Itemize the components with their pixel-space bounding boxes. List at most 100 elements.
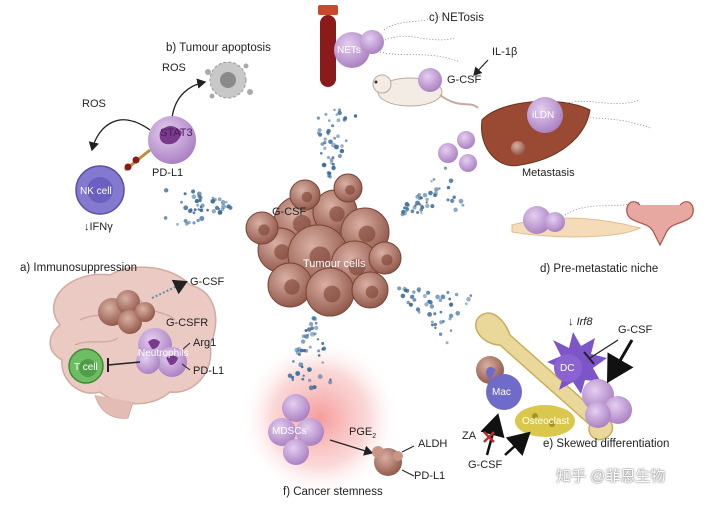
gcsf-dot xyxy=(455,311,461,316)
irf8-label: ↓ Irf8 xyxy=(568,316,593,328)
panel-c-title: c) NETosis xyxy=(429,12,484,24)
gcsf-dot xyxy=(339,148,345,154)
gcsf-dot xyxy=(323,137,327,141)
tumour-cluster-icon xyxy=(245,173,402,317)
panel-a-title: a) Immunosuppression xyxy=(20,262,137,274)
gcsf-dot xyxy=(417,310,421,314)
gcsf-dot xyxy=(316,116,320,120)
panel-e-gcsf-top-label: G-CSF xyxy=(618,324,653,336)
gcsf-dot xyxy=(308,345,312,349)
gcsf-dot xyxy=(439,310,443,314)
gcsf-dot xyxy=(432,178,436,181)
gcsf-dot xyxy=(329,378,332,381)
gcsf-dot xyxy=(420,211,423,215)
gcsf-dot xyxy=(445,341,449,345)
macrophage-icon xyxy=(486,367,522,410)
gcsf-dot xyxy=(328,139,333,145)
gcsf-dot xyxy=(304,349,309,353)
brain-tumour-icon xyxy=(98,290,155,334)
gcsf-dot xyxy=(304,329,308,332)
gcsf-dot xyxy=(327,174,331,178)
arg1-label: Arg1 xyxy=(193,337,217,349)
panel-b-title: b) Tumour apoptosis xyxy=(166,42,271,54)
gcsf-dot xyxy=(308,321,314,327)
gcsf-dot xyxy=(220,200,226,205)
gcsf-dot xyxy=(317,128,322,133)
mdscs-label: MDSCs xyxy=(272,426,307,437)
gcsf-dot xyxy=(328,119,331,122)
il1b-label: IL-1β xyxy=(492,46,518,58)
gcsf-dot xyxy=(461,203,465,207)
tumour-cell-nucleus xyxy=(348,258,366,276)
gcsf-dot xyxy=(427,312,432,317)
gcsf-dot xyxy=(331,165,336,170)
gcsf-dot xyxy=(333,136,336,140)
gcsf-dot xyxy=(164,188,169,193)
za-block-icon xyxy=(483,431,495,443)
gcsf-dot xyxy=(453,207,458,212)
gcsf-dot xyxy=(314,325,319,330)
gcsf-dot xyxy=(448,317,452,321)
gcsf-dot xyxy=(316,338,320,341)
nk-cell-icon xyxy=(75,165,125,215)
za-label: ZA xyxy=(462,430,477,442)
gcsf-dot xyxy=(200,203,205,208)
gcsf-dot xyxy=(433,322,437,327)
gcsf-dot xyxy=(464,302,468,306)
gcsf-arrow-e xyxy=(606,339,634,384)
gcsf-dot xyxy=(469,294,473,297)
gcsf-dot xyxy=(318,132,323,137)
gcsf-dot xyxy=(425,201,428,204)
watermark: 知乎 @菲恩生物 xyxy=(556,468,666,485)
tumour-cell-nucleus xyxy=(358,225,376,243)
tumour-cell-nucleus xyxy=(274,244,290,260)
gcsf-dot xyxy=(438,298,443,303)
gcsf-dot xyxy=(452,195,456,199)
neutrophil-stat3-icon xyxy=(148,116,196,164)
inhibit-line-a xyxy=(107,361,141,366)
gcsf-dot xyxy=(343,116,348,121)
gcsf-dot xyxy=(402,210,408,216)
ros-arrow-left xyxy=(88,119,151,152)
gcsf-osteoclast-arrow xyxy=(504,431,531,457)
gcsf-dot xyxy=(422,294,427,298)
gcsf-dot xyxy=(301,377,305,381)
gcsf-dot xyxy=(353,114,358,118)
gcsf-dot xyxy=(199,208,204,213)
gcsf-dot xyxy=(458,198,464,204)
neutrophil-icon xyxy=(418,68,442,92)
gcsf-dot xyxy=(314,321,318,325)
gcsf-dot xyxy=(337,154,342,158)
net-neutrophil-icon xyxy=(334,14,461,68)
gcsf-dot xyxy=(326,171,331,175)
gcsf-dot xyxy=(335,113,339,116)
gcsf-dot xyxy=(206,208,209,212)
panel-c-gcsf-label: G-CSF xyxy=(447,74,482,86)
dc-label: DC xyxy=(560,363,575,374)
gcsf-dot xyxy=(192,221,196,225)
mac-label: Mac xyxy=(492,387,511,398)
gcsf-dot xyxy=(448,313,454,318)
gcsf-dot xyxy=(321,361,324,364)
gcsf-dot xyxy=(191,194,197,199)
ildn-label: iLDN xyxy=(532,110,555,121)
gcsf-dot xyxy=(309,331,315,337)
ros-left-label: ROS xyxy=(82,98,106,110)
gcsf-dot xyxy=(430,180,433,183)
gcsf-dot xyxy=(193,208,197,212)
gcsf-dot xyxy=(406,203,410,207)
pge2-arrow xyxy=(329,439,374,456)
pge2-label: PGE2 xyxy=(349,426,377,441)
nk-cell-label: NK cell xyxy=(80,186,112,197)
gcsf-dot xyxy=(404,207,410,212)
gcsf-dot xyxy=(196,218,200,223)
gcsf-dot xyxy=(434,326,437,330)
gcsf-dot xyxy=(430,204,435,209)
gcsf-dot xyxy=(439,320,444,325)
gcsf-dot xyxy=(331,162,335,166)
gcsf-dot xyxy=(466,296,471,302)
panel-e-gcsf-bottom-label: G-CSF xyxy=(468,459,503,471)
gcsf-dot xyxy=(416,287,421,292)
gcsf-dot xyxy=(449,302,454,307)
